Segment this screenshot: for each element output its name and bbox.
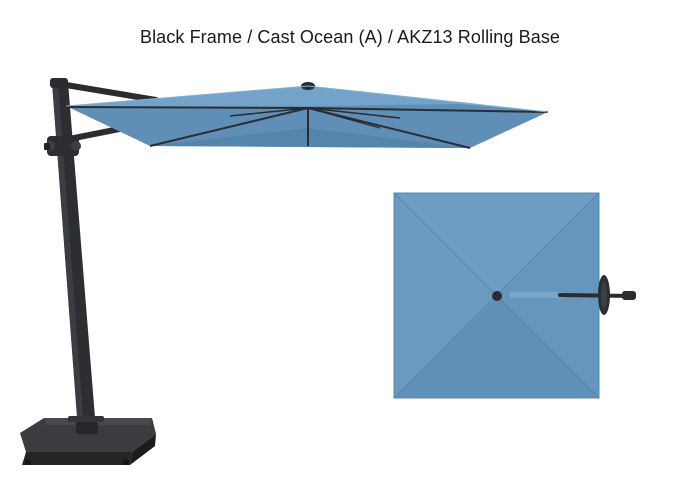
cantilever-umbrella-side-view [20, 78, 549, 465]
page-title: Black Frame / Cast Ocean (A) / AKZ13 Rol… [139, 27, 561, 47]
umbrella-canopy-top-view [393, 192, 636, 399]
umbrella-canopy-side [65, 82, 549, 149]
